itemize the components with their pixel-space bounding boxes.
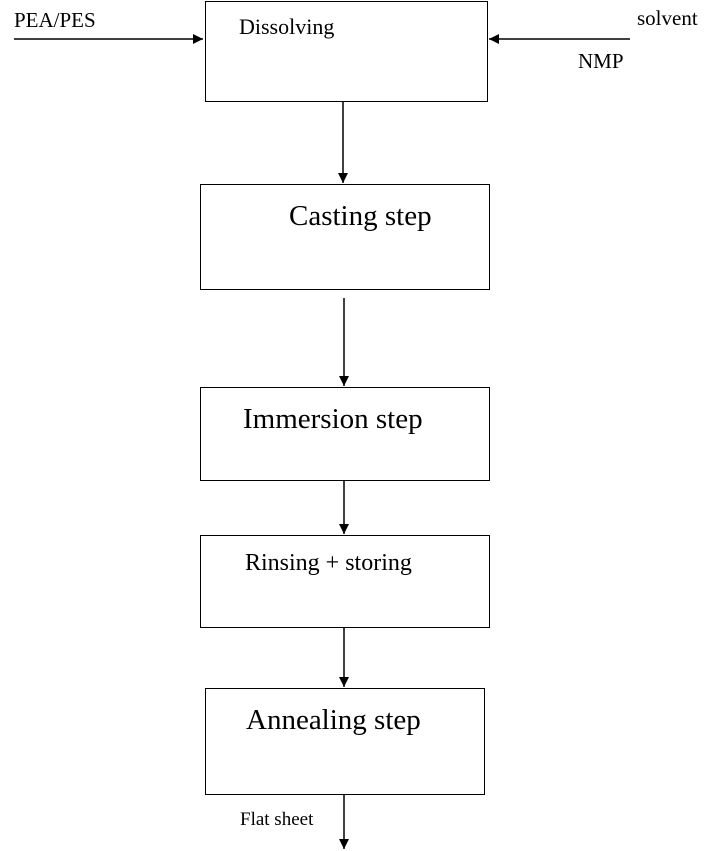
- step-casting: Casting step: [200, 184, 490, 290]
- step-annealing-label: Annealing step: [246, 704, 421, 736]
- step-rinsing-storing-label: Rinsing + storing: [245, 550, 412, 576]
- step-rinsing-storing: Rinsing + storing: [200, 535, 490, 628]
- step-casting-label: Casting step: [289, 200, 432, 232]
- step-immersion: Immersion step: [200, 387, 490, 481]
- step-annealing: Annealing step: [205, 688, 485, 795]
- input-label-nmp: NMP: [578, 49, 624, 73]
- step-dissolving: Dissolving: [205, 1, 488, 102]
- step-immersion-label: Immersion step: [243, 403, 423, 435]
- step-dissolving-label: Dissolving: [239, 14, 335, 39]
- input-label-pea-pes: PEA/PES: [14, 8, 96, 32]
- input-label-solvent: solvent: [637, 6, 698, 30]
- output-label-flat-sheet: Flat sheet: [240, 809, 314, 830]
